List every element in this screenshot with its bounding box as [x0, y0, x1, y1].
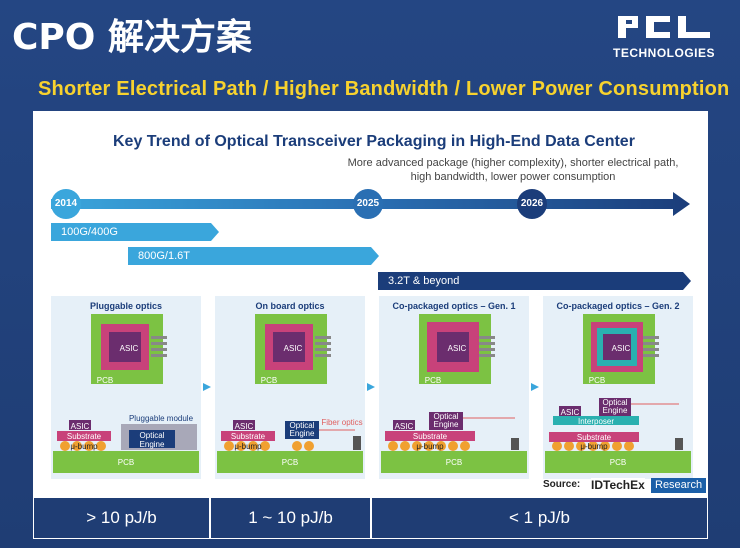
year-2014-marker: 2014 [51, 189, 81, 219]
panel-title: Co-packaged optics – Gen. 1 [392, 301, 516, 311]
source-brand: IDTechEx [591, 478, 645, 492]
band-800g-1-6t: 800G/1.6T [138, 250, 190, 262]
packaging-trend-figure: Key Trend of Optical Transceiver Packagi… [33, 111, 708, 497]
power-efficiency-row: > 10 pJ/b 1 ~ 10 pJ/b < 1 pJ/b [33, 497, 708, 539]
figure-title: Key Trend of Optical Transceiver Packagi… [113, 133, 635, 150]
page-title: CPO 解决方案 [12, 17, 252, 58]
panel-title: Pluggable optics [89, 301, 162, 311]
year-2025-marker: 2025 [353, 189, 383, 219]
source-tag: Research [651, 478, 707, 493]
panel-title: On board optics [255, 301, 325, 311]
pcl-logo-mark [618, 16, 710, 38]
year-2026-marker: 2026 [517, 189, 547, 219]
source-label: Source: [543, 479, 581, 490]
figure-note: More advanced package (higher complexity… [347, 157, 679, 183]
panel-title: Co-packaged optics – Gen. 2 [556, 301, 680, 311]
panel-cpo-gen1: Co-packaged optics – Gen. 1 ASIC PCB ASI… [379, 296, 529, 479]
company-logo: TECHNOLOGIES [598, 14, 730, 64]
bandwidth-bands [51, 223, 691, 290]
band-3-2t-beyond: 3.2T & beyond [388, 275, 460, 287]
panel-cpo-gen2: Co-packaged optics – Gen. 2 ASIC PCB ASI… [543, 296, 693, 479]
panel-pluggable-optics: Pluggable optics ASIC PCB ASIC Substrate… [51, 296, 201, 479]
logo-subtext: TECHNOLOGIES [612, 46, 715, 60]
power-cell-pluggable: > 10 pJ/b [33, 497, 210, 539]
panel-arrows [203, 383, 539, 391]
power-cell-cpo: < 1 pJ/b [371, 497, 708, 539]
power-cell-onboard: 1 ~ 10 pJ/b [210, 497, 371, 539]
page-subtitle: Shorter Electrical Path / Higher Bandwid… [38, 78, 730, 100]
panel-on-board-optics: On board optics ASIC PCB ASIC Substrate … [215, 296, 365, 479]
band-100g-400g: 100G/400G [61, 226, 118, 238]
